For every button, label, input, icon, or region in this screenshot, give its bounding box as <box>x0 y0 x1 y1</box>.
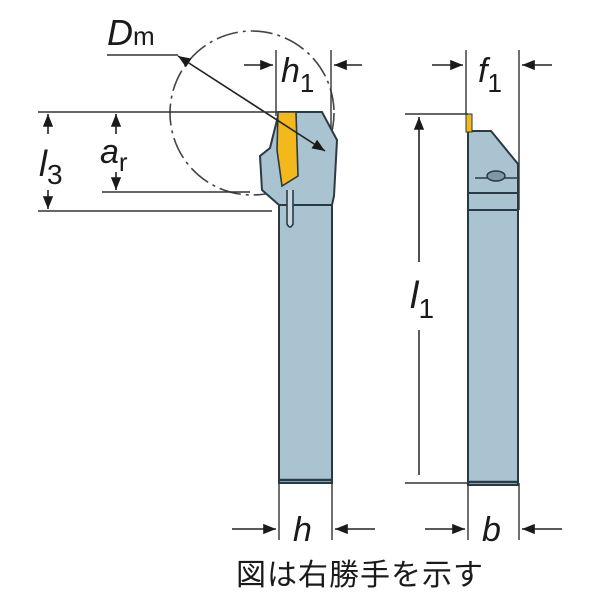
label-f1: f1 <box>478 52 502 98</box>
label-h: h <box>293 511 312 549</box>
workpiece-diameter-circle <box>169 30 335 196</box>
side-shank <box>467 209 519 486</box>
insert <box>276 111 299 188</box>
label-l3: l3 <box>39 143 63 190</box>
front-head <box>258 111 339 206</box>
label-h1: h1 <box>281 52 314 98</box>
front-view <box>38 30 375 540</box>
label-b: b <box>482 511 501 549</box>
caption: 図は右勝手を示す <box>236 558 484 593</box>
side-insert <box>465 113 473 133</box>
label-dm: Dm <box>107 12 155 53</box>
side-head <box>467 130 519 211</box>
clamp-slot <box>286 190 294 228</box>
label-l1: l1 <box>410 275 434 324</box>
label-ar: ar <box>100 133 128 177</box>
clamp-screw <box>486 170 506 182</box>
front-shank <box>278 204 333 484</box>
side-view <box>405 50 562 540</box>
